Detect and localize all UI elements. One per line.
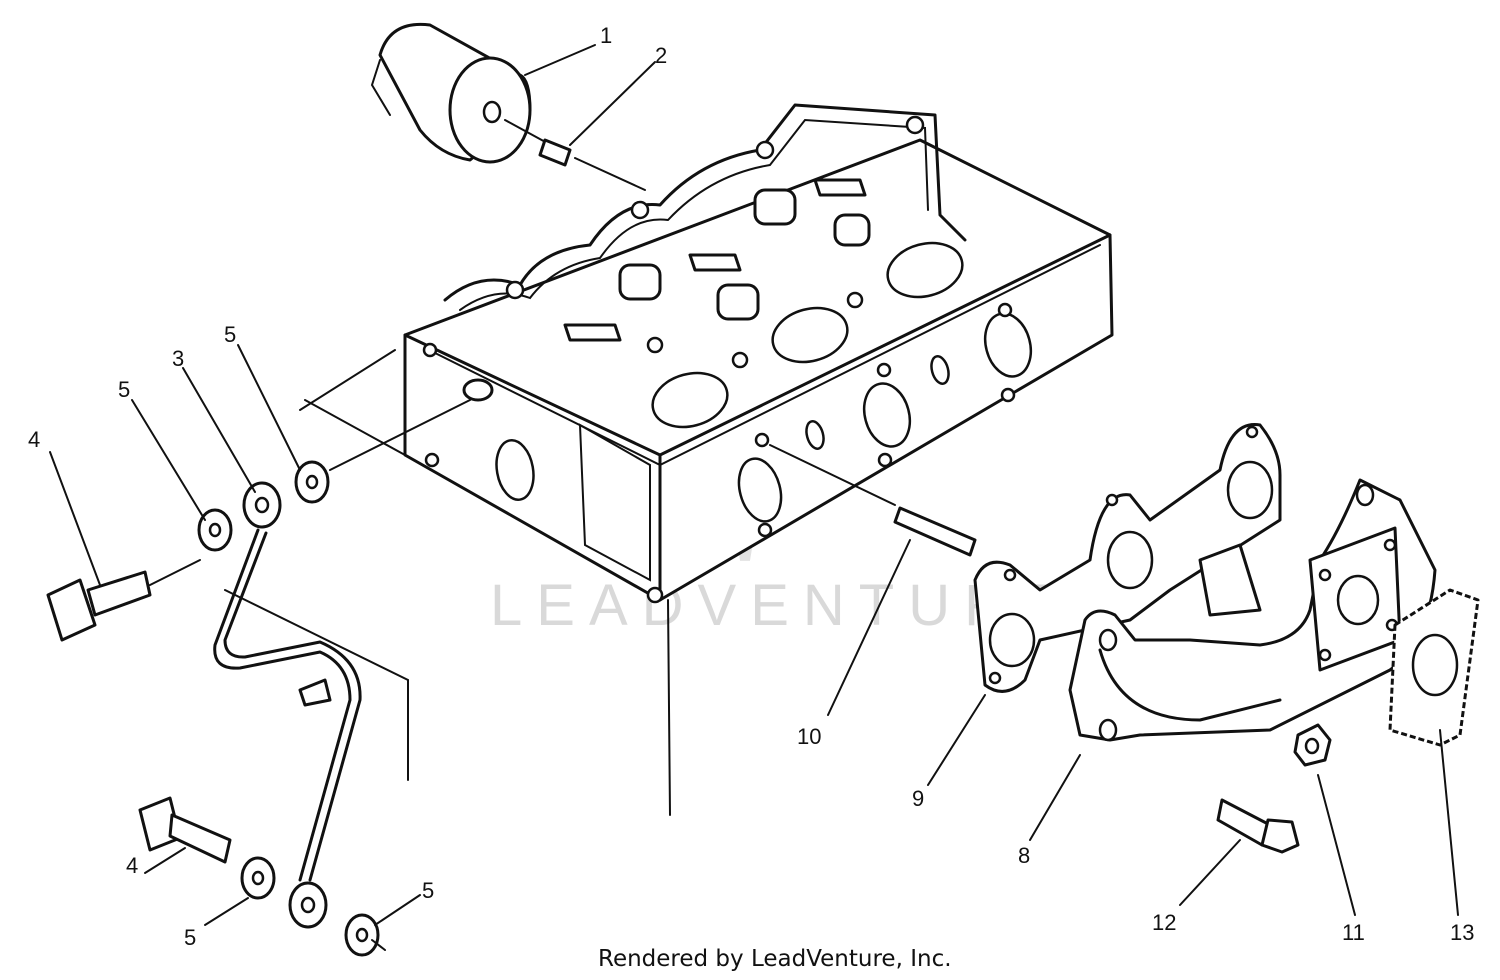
callout-3: 3 (172, 346, 184, 371)
callout-5: 5 (184, 925, 196, 950)
callout-1: 1 (600, 23, 612, 48)
callout-5: 5 (422, 878, 434, 903)
callout-4: 4 (126, 853, 138, 878)
oil-filter (370, 22, 561, 164)
oil-pipe-assembly (46, 399, 471, 957)
callout-4: 4 (28, 427, 40, 452)
leader-lines (49, 44, 1459, 926)
callout-13: 13 (1450, 920, 1474, 945)
oil-filter-nipple (538, 138, 646, 191)
callout-12: 12 (1152, 910, 1176, 935)
watermark-text: LEADVENTURE (490, 573, 1073, 638)
exhaust-gasket (973, 423, 1282, 693)
callout-labels: 1 2 3 4 4 5 5 5 5 8 9 10 11 12 13 (28, 23, 1474, 950)
cylinder-head (224, 103, 1114, 816)
footer-credit: Rendered by LeadVenture, Inc. (598, 946, 952, 972)
exhaust-stud (769, 444, 977, 557)
flange-gasket (1388, 588, 1480, 747)
callout-11: 11 (1342, 920, 1365, 945)
callout-9: 9 (912, 786, 924, 811)
flange-bolt (1216, 798, 1300, 854)
callout-10: 10 (797, 724, 821, 749)
callout-2: 2 (655, 43, 667, 68)
exhaust-manifold (1068, 478, 1437, 742)
callout-8: 8 (1018, 843, 1030, 868)
callout-5: 5 (224, 322, 236, 347)
nut (1293, 723, 1332, 767)
callout-5: 5 (118, 377, 130, 402)
